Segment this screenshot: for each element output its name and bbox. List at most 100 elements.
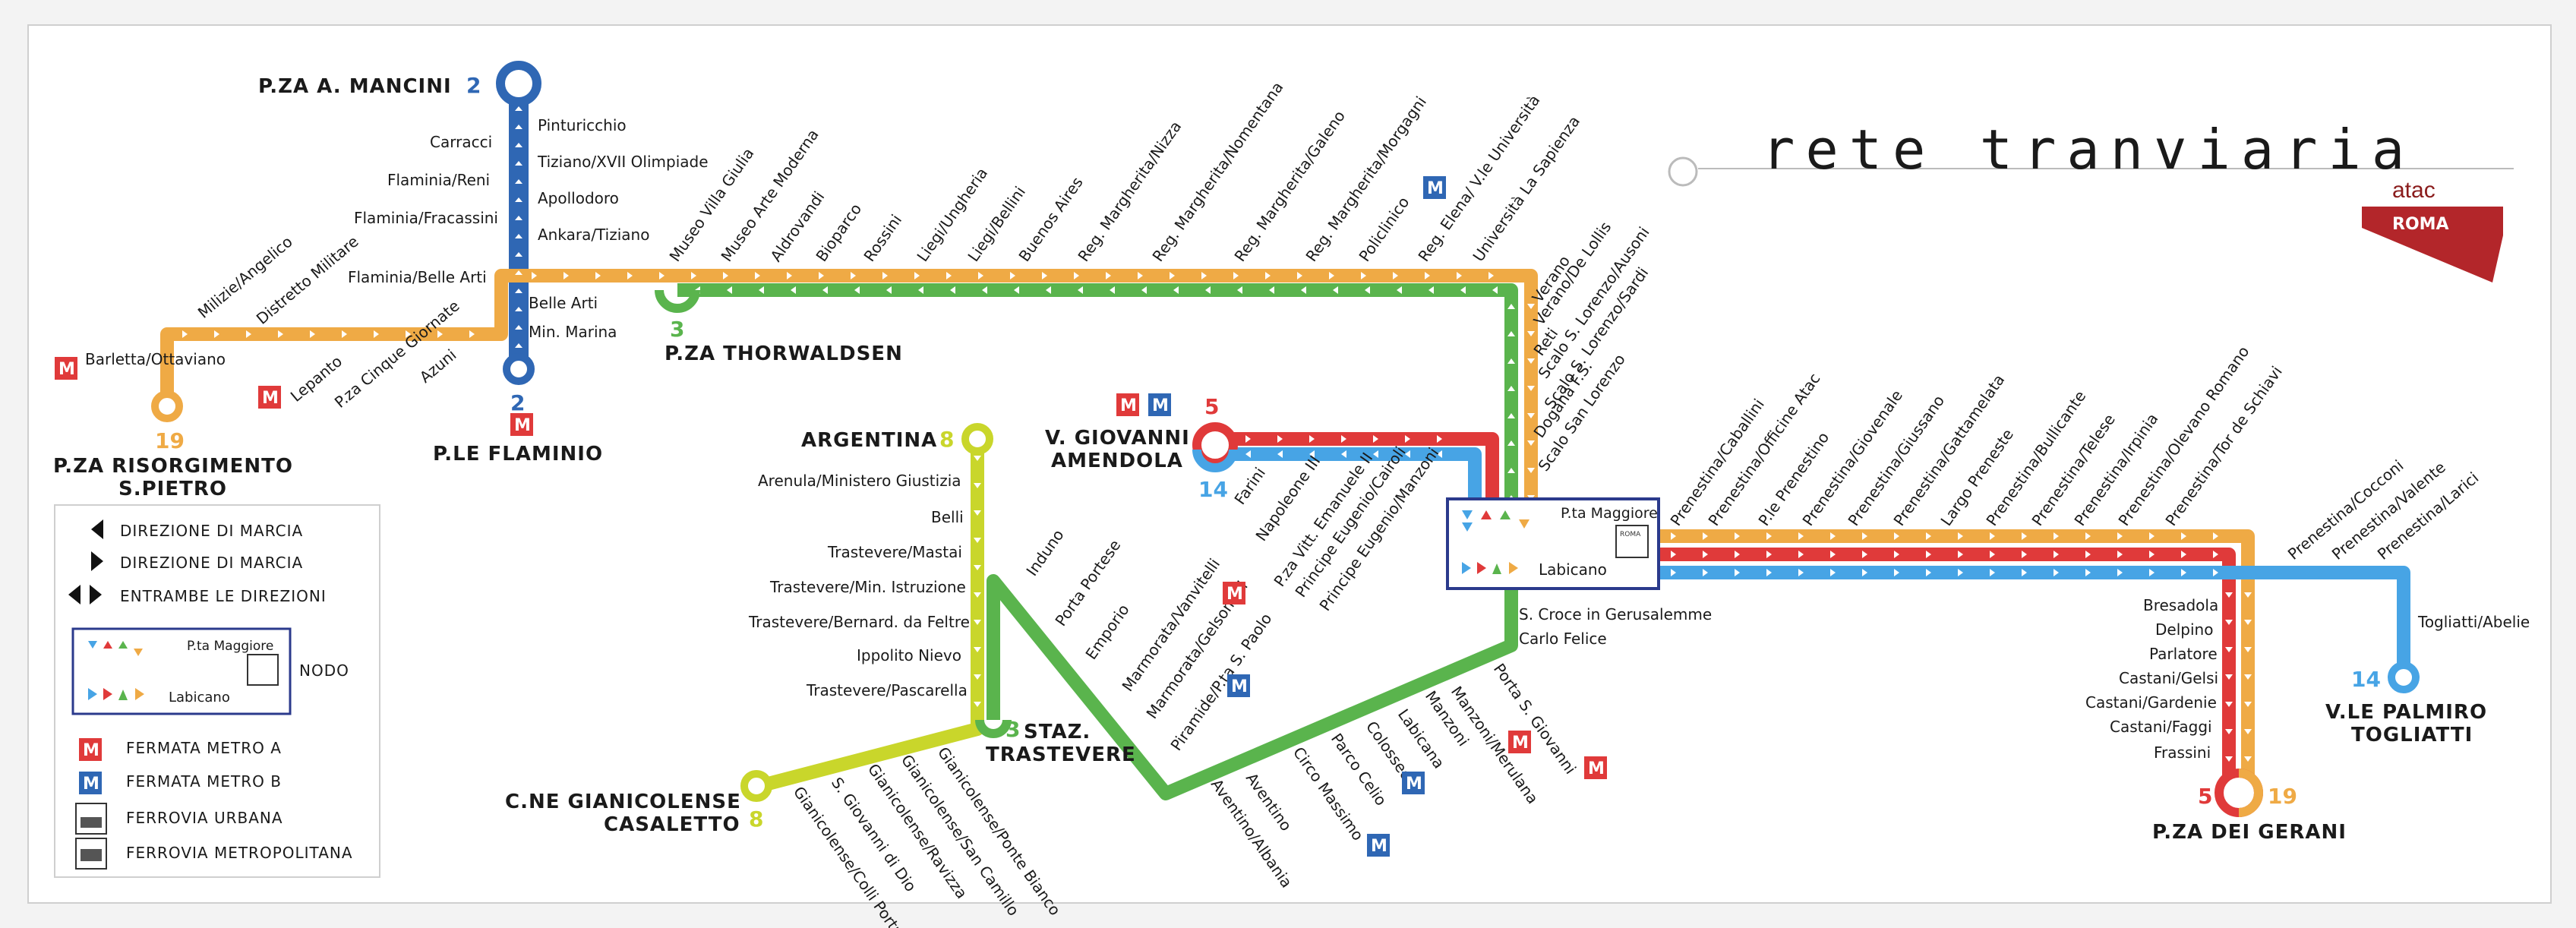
stop-carracci: Carracci: [430, 133, 492, 151]
svg-text:M: M: [262, 389, 279, 408]
line-5-number: 5: [1204, 394, 1219, 419]
legend-metro-a: FERMATA METRO A: [126, 739, 282, 757]
svg-text:M: M: [58, 360, 75, 379]
stop-trastevere-mastai: Trastevere/Mastai: [827, 543, 962, 561]
stop-emporio: Emporio: [1081, 601, 1132, 663]
legend-node: NODO: [299, 661, 349, 680]
line-3-number: 3: [670, 317, 684, 342]
stop-trastevere-pascarella: Trastevere/Pascarella: [806, 681, 968, 699]
line-2-number: 2: [466, 73, 481, 98]
svg-text:M: M: [1226, 585, 1243, 604]
stop-trastevere-min-istruzione: Trastevere/Min. Istruzione: [769, 578, 966, 596]
stop-togliatti-abelie: Togliatti/Abelie: [2417, 613, 2530, 631]
stop-frassini: Frassini: [2154, 743, 2211, 762]
stop-verano-1: Verano/De Lollis: [1530, 218, 1615, 328]
terminal-trastevere-icon: [975, 719, 1012, 738]
line-2-number-bottom: 2: [510, 390, 525, 415]
terminal-trastevere-1: STAZ.: [1024, 721, 1091, 743]
terminal-markers: [151, 61, 2420, 817]
brand-city: ROMA: [2392, 215, 2449, 234]
legend-dir-1: DIREZIONE DI MARCIA: [120, 522, 303, 540]
stop-ippolito-nievo: Ippolito Nievo: [857, 646, 961, 664]
arrow-right-icon: [91, 551, 103, 571]
svg-text:M: M: [1152, 396, 1169, 415]
stop-flaminia-fracassini: Flaminia/Fracassini: [354, 209, 498, 227]
terminal-flaminio: P.LE FLAMINIO: [433, 443, 603, 466]
terminal-togliatti-icon: [2388, 661, 2420, 693]
metro-b-colosseo-icon: [1402, 772, 1425, 794]
svg-text:M: M: [83, 775, 99, 794]
stop-viale-4: Rossini: [860, 211, 905, 265]
metro-b-icon: [79, 772, 102, 794]
metro-a-san-giovanni-icon: [1584, 756, 1607, 779]
svg-text:M: M: [1512, 734, 1529, 753]
arrow-left-icon: [91, 519, 103, 539]
stop-carlo-felice: Carlo Felice: [1519, 630, 1607, 648]
stop-castani-faggi: Castani/Faggi: [2110, 718, 2212, 736]
legend-node-bottom: Labicano: [169, 690, 230, 705]
metro-b-circo-massimo-icon: [1367, 834, 1390, 857]
page-title: rete tranviaria: [1762, 118, 2415, 181]
stop-delpino: Delpino: [2155, 620, 2213, 639]
stop-induno: Induno: [1022, 526, 1067, 579]
svg-text:M: M: [1120, 396, 1137, 415]
line-5-number-gerani: 5: [2198, 784, 2212, 809]
stop-viale-12: Policlinico: [1355, 194, 1413, 265]
stop-barletta-ottaviano: Barletta/Ottaviano: [85, 350, 226, 368]
arrow-right-icon: [90, 585, 102, 604]
line-8-number-casaletto: 8: [749, 806, 763, 832]
line-8-number: 8: [939, 427, 954, 452]
terminal-risorgimento-1: P.ZA RISORGIMENTO: [53, 455, 293, 478]
stop-viale-14: Università La Sapienza: [1469, 112, 1583, 265]
terminal-togliatti-1: V.LE PALMIRO: [2325, 701, 2487, 724]
svg-text:M: M: [1588, 759, 1605, 778]
track-line-8: [757, 439, 984, 793]
line-19-number: 19: [155, 428, 185, 453]
terminal-amendola-1: V. GIOVANNI: [1045, 427, 1190, 450]
terminal-mancini: P.ZA A. MANCINI: [258, 75, 452, 98]
terminal-flaminio-icon: [503, 353, 535, 385]
legend-metropolitana: FERROVIA METROPOLITANA: [126, 844, 353, 862]
metro-a-ottaviano-icon: [55, 357, 77, 380]
line-3-number-trastevere: 3: [1005, 717, 1020, 742]
metro-b-policlinico-icon: [1423, 176, 1446, 199]
legend-railway-badge: [247, 654, 279, 686]
svg-text:M: M: [514, 416, 531, 435]
terminal-risorgimento-icon: [151, 390, 183, 422]
metro-a-manzoni-icon: [1508, 731, 1531, 753]
line-14-number: 14: [1198, 477, 1228, 502]
stop-trastevere-bernardino: Trastevere/Bernard. da Feltre: [748, 613, 970, 631]
metro-a-icon: [79, 738, 102, 761]
terminal-casaletto-1: C.NE GIANICOLENSE: [505, 791, 741, 813]
stop-viale-9: Reg. Margherita/Nomentana: [1148, 78, 1286, 265]
svg-text:M: M: [1231, 677, 1248, 696]
legend-metro-b: FERMATA METRO B: [126, 772, 282, 791]
stop-belli: Belli: [931, 508, 964, 526]
stop-viale-1: Museo Arte Moderna: [717, 126, 822, 265]
svg-text:M: M: [83, 741, 99, 760]
terminal-argentina: ARGENTINA: [801, 429, 937, 452]
terminal-risorgimento-2: S.PIETRO: [118, 478, 227, 500]
metro-b-amendola-icon: [1148, 393, 1171, 416]
stop-castani-gardenie: Castani/Gardenie: [2085, 693, 2217, 712]
track-line-3: [677, 283, 1518, 800]
legend: DIREZIONE DI MARCIA DIREZIONE DI MARCIA …: [54, 504, 380, 878]
stop-flaminia-belle-arti: Flaminia/Belle Arti: [348, 268, 487, 286]
legend-urbana: FERROVIA URBANA: [126, 809, 283, 827]
stop-flaminia-reni: Flaminia/Reni: [387, 171, 490, 189]
terminal-casaletto-2: CASALETTO: [604, 813, 740, 836]
stop-min-marina: Min. Marina: [529, 323, 617, 341]
terminal-trastevere-2: TRASTEVERE: [986, 743, 1136, 766]
title-bullet-icon: [1668, 156, 1698, 187]
stop-ankara-tiziano: Ankara/Tiziano: [538, 226, 649, 244]
terminal-thorwaldsen: P.ZA THORWALDSEN: [665, 342, 903, 365]
stop-arenula: Arenula/Ministero Giustizia: [758, 472, 961, 490]
node-porta-maggiore: P.ta Maggiore ROMA Labicano: [1446, 497, 1660, 590]
node-top-label: P.ta Maggiore: [1561, 505, 1658, 522]
stop-parlatore: Parlatore: [2149, 645, 2218, 663]
stop-amendola-line-0: Farini: [1230, 464, 1269, 508]
metro-b-piramide-icon: [1227, 674, 1250, 697]
brand-name: atac: [2392, 178, 2436, 203]
node-railway-badge: [1615, 525, 1649, 558]
